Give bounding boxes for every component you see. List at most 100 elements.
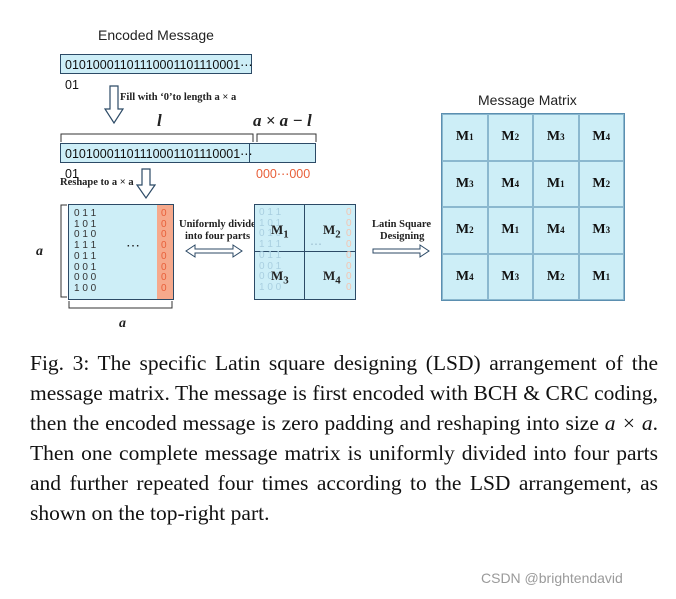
reshape-arrow-icon [136,168,156,200]
matrix-row: 0 1 1 [74,208,97,219]
quadrant-vline [304,205,305,299]
divide-step-label-2: into four parts [185,231,251,242]
matrix-bottom-brace [68,301,173,309]
matrix-row: 0 1 0 [74,229,97,241]
cell-index: 1 [514,225,520,236]
quadrant-faded-row: 1 0 1 [259,217,282,229]
caption-text: Fig. 3: The specific Latin square design… [30,351,658,525]
quadrant-m1: M1 [271,222,289,241]
quadrant-faded-zero: 0 [346,281,352,293]
cell-index: 1 [560,178,565,189]
watermark: CSDN @brightendavid [481,570,623,586]
quadrant-faded-row: 0 1 1 [259,207,282,218]
l-label: l [157,111,162,130]
matrix-row: 1 0 0 [74,282,97,294]
matrix-ellipsis: ⋯ [126,237,140,253]
cell-m: M [501,268,515,284]
encoded-message-title: Encoded Message [98,27,214,43]
quadrant-faded-zero: 0 [346,260,352,272]
matrix-zero-cell: 0 [161,218,167,230]
cell-m: M [455,175,470,191]
quadrant-m2: M2 [323,222,341,241]
quadrant-faded-zero: 0 [346,239,352,251]
quadrant-faded-zero: 0 [346,217,352,229]
matrix-zero-cell: 0 [161,208,167,219]
quadrant-faded-row: 1 1 1 [259,239,282,251]
matrix-row: 1 1 1 [74,240,97,252]
cell-m: M [455,129,470,145]
quadrant-faded-zero: 0 [346,228,352,240]
cell-index: 1 [469,132,474,143]
cell-m: M [455,222,470,238]
divide-arrow-icon [185,244,243,258]
cell-index: 3 [469,178,474,189]
matrix-row: 0 1 1 [74,250,97,262]
quadrant-ellipsis: ⋯ [310,237,322,251]
cell-index: 2 [560,271,565,282]
cell-m: M [592,129,606,145]
cell-index: 2 [469,225,474,236]
cell-m: M [501,222,515,238]
cell-m: M [592,268,606,284]
quadrant-m3: M3 [271,268,289,287]
latin-step-label-2: Designing [380,231,425,242]
cell-index: 4 [560,225,565,236]
length-braces [60,133,317,142]
cell-m: M [546,129,561,145]
matrix-zero-cell: 0 [161,261,167,273]
cell-m: M [501,175,515,191]
fill-arrow-icon [104,85,124,125]
figure-caption: Fig. 3: The specific Latin square design… [30,348,658,528]
cell-m: M [592,222,606,238]
matrix-left-label: a [36,244,43,259]
quadrant-faded-zero: 0 [346,249,352,261]
quadrant-faded-row: 0 1 0 [259,228,282,240]
quadrant-faded-row: 0 0 1 [259,260,282,272]
cell-index: 4 [469,271,474,282]
cell-index: 1 [605,271,611,282]
quadrant-faded-row: 1 0 0 [259,281,282,293]
divide-step-label-1: Uniformly divide [179,219,256,230]
cell-m: M [592,175,606,191]
quadrant-faded-zero: 0 [346,207,352,218]
matrix-zero-column [157,205,173,299]
cell-index: 2 [605,178,611,189]
cell-m: M [546,268,561,284]
message-matrix-title: Message Matrix [478,92,577,108]
matrix-zero-cell: 0 [161,240,167,252]
padded-bits: 01010001101110001101110001⋯01 [65,147,253,181]
matrix-row: 0 0 1 [74,261,97,273]
padded-zeros: 000⋯000 [256,167,311,181]
quadrant-hline [255,251,355,252]
cell-index: 3 [560,132,565,143]
encoded-bitstring: 01010001101110001101110001⋯01 [60,54,253,92]
matrix-row: 1 0 1 [74,218,97,230]
matrix-zero-cell: 0 [161,272,167,284]
matrix-zero-cell: 0 [161,250,167,262]
padded-separator [249,144,250,162]
cell-m: M [455,268,470,284]
